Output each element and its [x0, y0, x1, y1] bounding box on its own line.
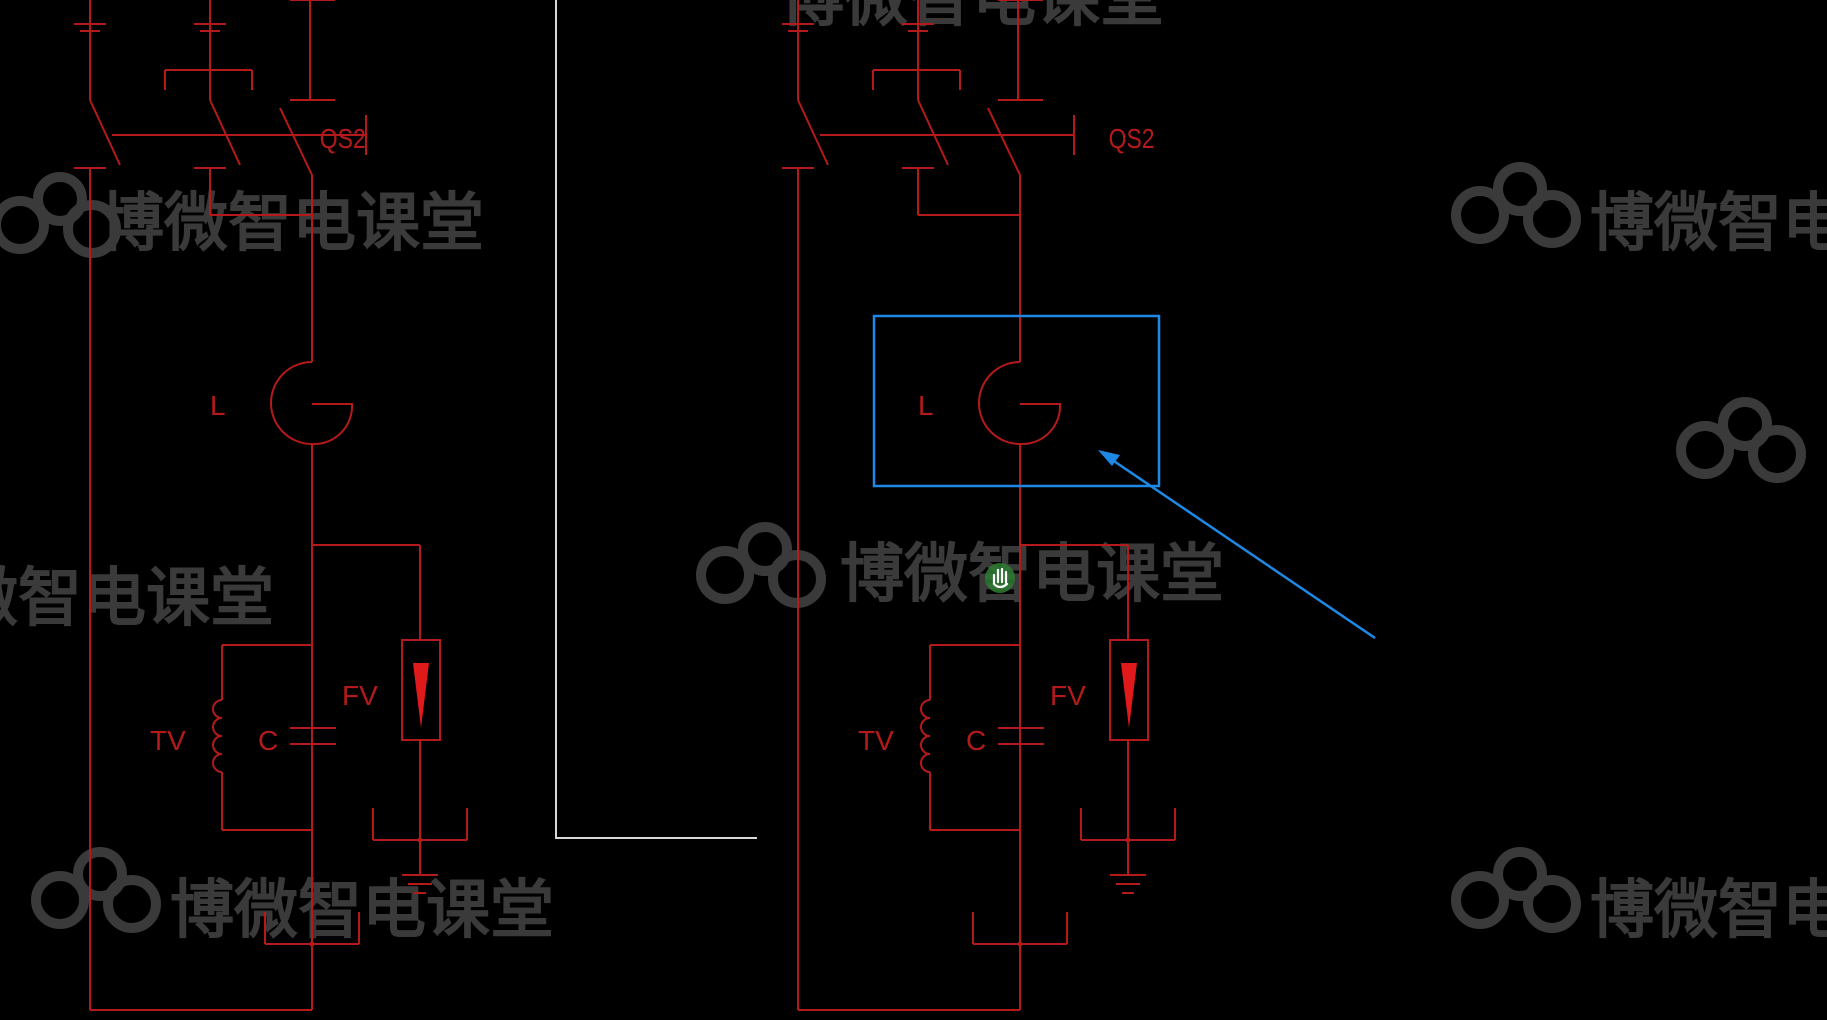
watermark-text: 博微智电课堂 [1590, 187, 1827, 261]
label-capacitor: C [966, 725, 986, 756]
cloud-logo-icon [0, 177, 116, 253]
label-tv: TV [150, 725, 186, 756]
label-capacitor: C [258, 725, 278, 756]
divider-line [555, 0, 757, 839]
watermark-text: 博微智电课堂 [0, 562, 274, 636]
annotation-arrow[interactable] [1104, 453, 1376, 640]
cloud-logo-icon [36, 852, 156, 928]
label-fv: FV [1050, 680, 1086, 711]
label-reactor: L [210, 390, 226, 421]
label-qs2: QS2 [320, 124, 366, 155]
watermark-text: 博微智电课堂 [100, 187, 484, 261]
cloud-logo-icon [701, 527, 821, 603]
cloud-logo-icon [1456, 852, 1576, 928]
label-tv: TV [858, 725, 894, 756]
circuit-right: QS2 L TV C FV [781, 0, 1176, 1011]
label-qs2: QS2 [1109, 124, 1155, 155]
arrowhead-icon [1098, 450, 1120, 466]
watermark-text: 博微智电课堂 [170, 874, 554, 948]
label-reactor: L [918, 390, 934, 421]
cloud-logo-icon [1681, 402, 1801, 478]
watermark-layer: 博微智电课堂 博微智电课堂 博微智电课堂 博微智电课堂 博微智电课堂 博微智电课… [0, 0, 1827, 948]
highlight-rectangle[interactable] [872, 314, 1161, 488]
label-fv: FV [342, 680, 378, 711]
watermark-text: 博微智电课堂 [1590, 874, 1827, 948]
hand-pan-icon [985, 563, 1015, 593]
cloud-logo-icon [1456, 167, 1576, 243]
watermark-text: 博微智电课堂 [780, 0, 1164, 36]
circuit-left: QS2 L TV C FV [73, 0, 468, 1011]
highlight-annotation[interactable] [872, 314, 1376, 640]
watermark-text: 博微智电课堂 [840, 538, 1224, 612]
